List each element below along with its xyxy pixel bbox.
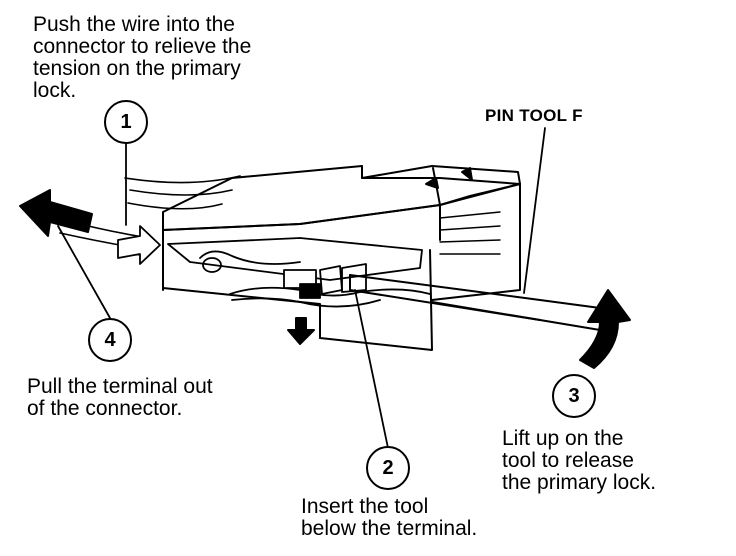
pin-tool-rod	[349, 274, 601, 331]
callout-3: 3	[552, 374, 596, 418]
lift-arrow-icon	[579, 289, 631, 369]
callout-2: 2	[366, 446, 410, 490]
callout-4: 4	[88, 318, 132, 362]
terminal-cutaway	[167, 237, 431, 308]
step1-text: Push the wire into the connector to reli…	[33, 13, 252, 102]
leader-lines	[57, 127, 546, 449]
pin-tool-label: PIN TOOL F	[485, 106, 583, 125]
connector-body	[162, 165, 521, 351]
callout-1: 1	[104, 100, 148, 144]
step2-text: Insert the tool below the terminal.	[301, 495, 478, 540]
step3-text: Lift up on the tool to release the prima…	[502, 427, 657, 494]
step4-text: Pull the terminal out of the connector.	[27, 375, 213, 420]
down-arrow-icon	[287, 317, 315, 345]
push-arrow-icon	[117, 225, 161, 265]
pull-arrow-icon	[19, 189, 93, 237]
